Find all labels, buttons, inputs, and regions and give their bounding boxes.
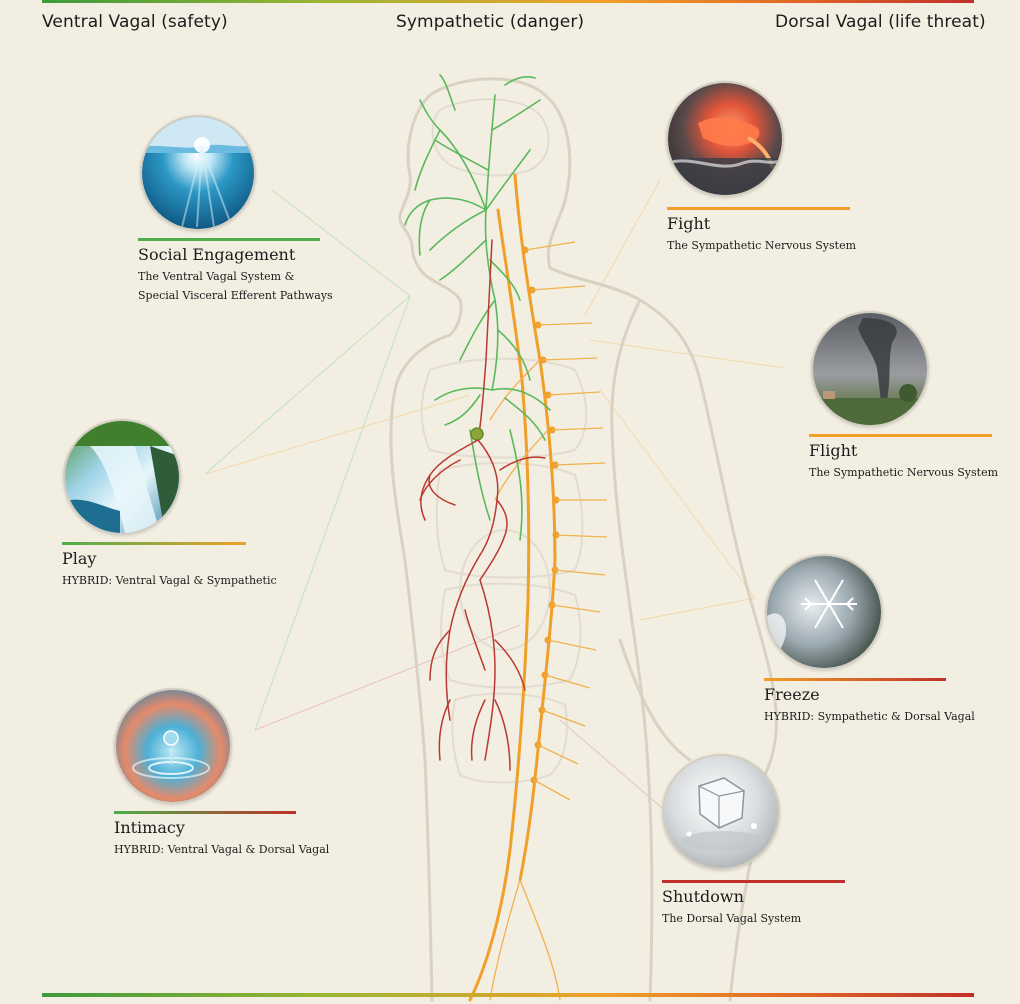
- bottom-gradient-bar: [42, 993, 974, 997]
- dorsal-vagal-nerves: [419, 239, 546, 771]
- shutdown-title: Shutdown: [662, 887, 744, 906]
- play-title: Play: [62, 549, 97, 568]
- ocean-icon: [142, 117, 254, 229]
- sympathetic-branches: [489, 241, 608, 1001]
- fight-bar: [667, 207, 850, 210]
- social-engagement-label: Social Engagement The Ventral Vagal Syst…: [138, 238, 333, 305]
- shutdown-label: Shutdown The Dorsal Vagal System: [662, 880, 845, 928]
- freeze-title: Freeze: [764, 685, 820, 704]
- freeze-sub: HYBRID: Sympathetic & Dorsal Vagal: [764, 710, 975, 723]
- waterfall-icon: [65, 421, 179, 533]
- flight-image-tornado: [811, 311, 929, 427]
- flight-sub: The Sympathetic Nervous System: [809, 466, 999, 479]
- header-sympathetic: Sympathetic (danger): [396, 12, 585, 32]
- fight-label: Fight The Sympathetic Nervous System: [667, 207, 856, 255]
- freeze-bar: [764, 678, 946, 681]
- intimacy-image-water-droplet: [114, 688, 232, 804]
- intimacy-title: Intimacy: [114, 818, 185, 837]
- freeze-label: Freeze HYBRID: Sympathetic & Dorsal Vaga…: [764, 678, 975, 726]
- fight-image-lava: [666, 81, 784, 197]
- header-dorsal-vagal: Dorsal Vagal (life threat): [775, 12, 986, 32]
- play-image-waterfall: [63, 419, 181, 535]
- water-droplet-icon: [116, 690, 230, 802]
- freeze-image-snowflake: [765, 554, 883, 670]
- play-bar: [62, 542, 246, 545]
- tornado-icon: [813, 313, 927, 425]
- intimacy-label: Intimacy HYBRID: Ventral Vagal & Dorsal …: [114, 811, 329, 859]
- ventral-bar: [138, 238, 320, 241]
- snowflake-icon: [767, 556, 881, 668]
- ventral-vagal-nerves: [404, 74, 551, 541]
- intimacy-bar: [114, 811, 296, 814]
- fight-sub: The Sympathetic Nervous System: [667, 239, 857, 252]
- flight-bar: [809, 434, 992, 437]
- social-engagement-sub2: Special Visceral Efferent Pathways: [138, 289, 333, 302]
- flight-label: Flight The Sympathetic Nervous System: [809, 434, 998, 482]
- header-ventral-vagal: Ventral Vagal (safety): [42, 12, 228, 32]
- play-sub: HYBRID: Ventral Vagal & Sympathetic: [62, 574, 277, 587]
- lava-icon: [668, 83, 782, 195]
- social-engagement-title: Social Engagement: [138, 245, 296, 264]
- play-label: Play HYBRID: Ventral Vagal & Sympathetic: [62, 542, 277, 590]
- top-gradient-bar: [42, 0, 974, 3]
- social-engagement-sub1: The Ventral Vagal System &: [138, 270, 295, 283]
- shutdown-sub: The Dorsal Vagal System: [662, 912, 802, 925]
- shutdown-image-ice-cube: [662, 754, 780, 870]
- shutdown-bar: [662, 880, 845, 883]
- ice-cube-icon: [664, 756, 778, 868]
- body-outline: [389, 77, 778, 1002]
- spinal-cord: [468, 173, 557, 1002]
- flight-title: Flight: [809, 441, 858, 460]
- social-engagement-image-ocean: [140, 115, 256, 231]
- intimacy-sub: HYBRID: Ventral Vagal & Dorsal Vagal: [114, 843, 330, 856]
- fight-title: Fight: [667, 214, 711, 233]
